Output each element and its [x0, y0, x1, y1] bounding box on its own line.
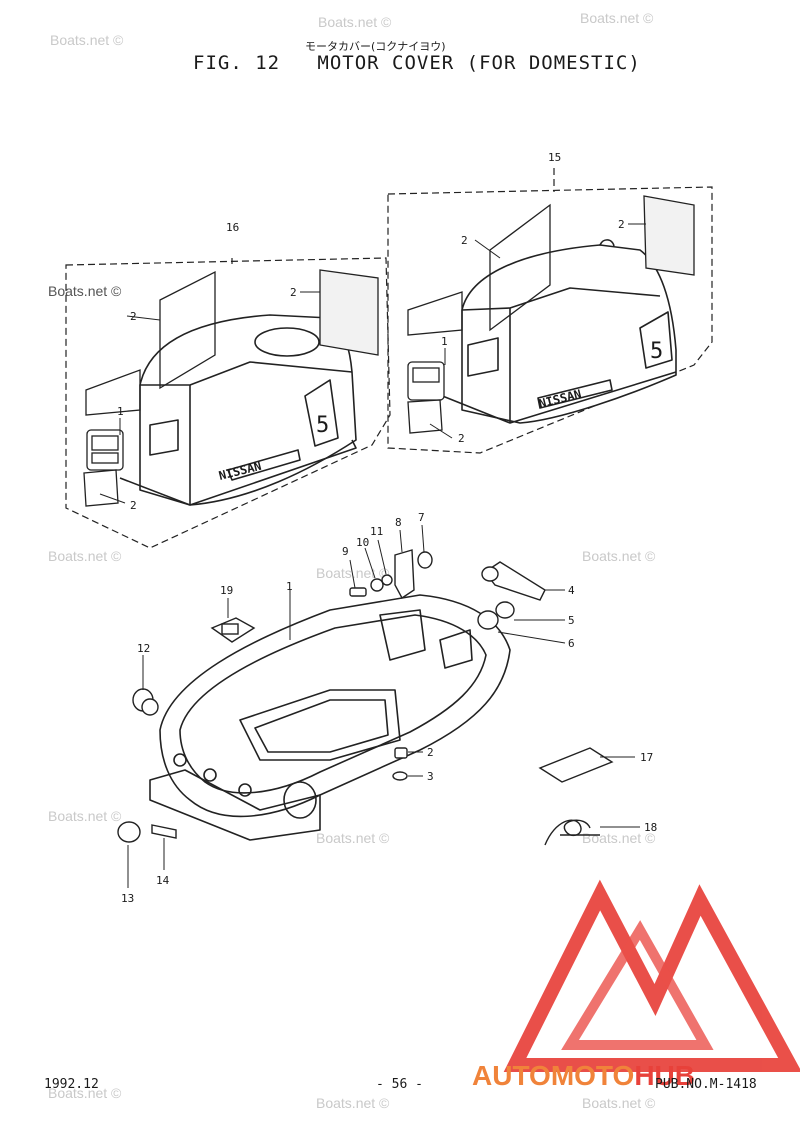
callout-3: 3 — [427, 770, 434, 783]
callout-10: 10 — [356, 536, 369, 549]
callout-12: 12 — [137, 642, 150, 655]
footer-page-number: - 56 - — [376, 1077, 423, 1092]
callout-15: 15 — [548, 151, 561, 164]
watermark: Boats.net © — [48, 808, 122, 824]
callout-2: 2 — [618, 218, 625, 231]
watermark: Boats.net © — [582, 548, 656, 564]
decals-left — [83, 269, 379, 507]
figure-subtitle-japanese: モータカバー(コクナイヨウ) — [305, 40, 446, 53]
callout-18: 18 — [644, 821, 657, 834]
brand-wordmark: AUTOMOTOHUB — [472, 1060, 695, 1092]
callout-11: 11 — [370, 525, 383, 538]
figure-title: FIG. 12 MOTOR COVER (FOR DOMESTIC) — [193, 52, 641, 74]
callout-2: 2 — [130, 499, 137, 512]
watermark: Boats.net © — [580, 10, 654, 26]
watermark: Boats.net © — [318, 14, 392, 30]
watermark: Boats.net © — [582, 1095, 656, 1111]
callout-2: 2 — [290, 286, 297, 299]
assembly-15-boundary — [387, 168, 713, 454]
callout-5: 5 — [568, 614, 575, 627]
callout-4: 4 — [568, 584, 575, 597]
automotohub-logo — [503, 879, 800, 1072]
watermark: Boats.net © — [50, 32, 124, 48]
leader-lines — [99, 223, 646, 888]
motor-cover-right — [439, 239, 677, 424]
callout-2: 2 — [427, 746, 434, 759]
callout-1: 1 — [117, 405, 124, 418]
badge-number-left: 5 — [316, 413, 329, 438]
callout-6: 6 — [568, 637, 575, 650]
callout-17: 17 — [640, 751, 653, 764]
callout-2: 2 — [130, 310, 137, 323]
callout-14: 14 — [156, 874, 170, 887]
callout-7: 7 — [418, 511, 425, 524]
watermark: Boats.net © — [48, 1085, 122, 1101]
motor-cover-left — [119, 314, 357, 506]
small-parts — [117, 549, 614, 846]
bottom-cover-tray — [149, 594, 511, 841]
callout-8: 8 — [395, 516, 402, 529]
callout-1: 1 — [441, 335, 448, 348]
callout-13: 13 — [121, 892, 134, 905]
watermark: Boats.net © — [316, 830, 390, 846]
badge-number-right: 5 — [650, 339, 663, 364]
callout-19: 19 — [220, 584, 233, 597]
callout-2: 2 — [461, 234, 468, 247]
callout-9: 9 — [342, 545, 349, 558]
brand-part-automoto: AUTOMOTO — [472, 1060, 635, 1091]
footer-publication-number: PUB.NO.M-1418 — [655, 1077, 757, 1092]
callout-2: 2 — [458, 432, 465, 445]
decals-right — [407, 195, 695, 434]
watermark: Boats.net © — [48, 548, 122, 564]
assembly-16-boundary — [65, 257, 391, 549]
callout-1: 1 — [286, 580, 293, 593]
watermark: Boats.net © — [582, 830, 656, 846]
footer-date: 1992.12 — [44, 1077, 99, 1092]
callout-16: 16 — [226, 221, 239, 234]
watermark: Boats.net © — [316, 1095, 390, 1111]
brand-part-hub: HUB — [634, 1060, 695, 1091]
